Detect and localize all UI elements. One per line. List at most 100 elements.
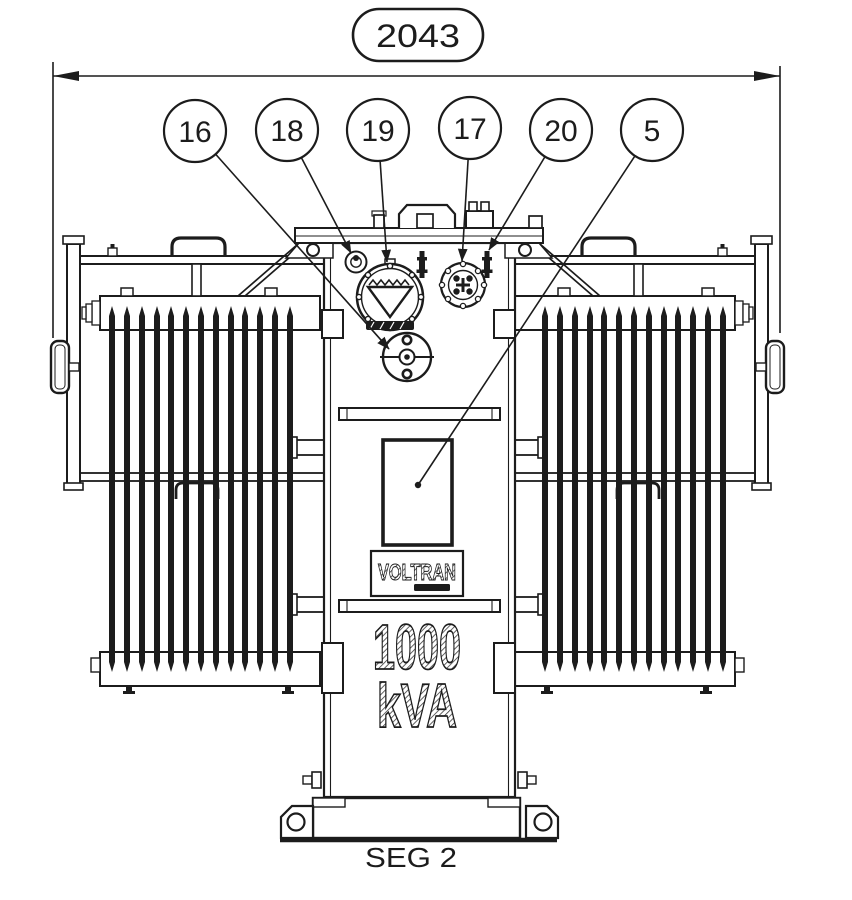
gauge-scale-bar-icon (366, 321, 414, 330)
header-foot-bolt-icon (126, 686, 132, 691)
callout-balloon-18: 18 (254, 97, 320, 163)
radiator-mid-bracket-right-icon (615, 481, 661, 499)
oil-level-gauge (438, 260, 488, 310)
bezel-bolt-icon (417, 293, 425, 301)
thermometer-pocket (344, 250, 368, 274)
bezel-bolt-icon (386, 262, 394, 270)
corner-brace-right (539, 243, 601, 297)
dimension-balloon (351, 7, 485, 63)
header-foot-bolt-icon (285, 686, 291, 691)
callout-balloon-20: 20 (528, 97, 594, 163)
radiator-mid-bracket-left-icon (174, 481, 220, 499)
radiator-flange-top-left (321, 309, 344, 339)
rating-plate (381, 438, 454, 547)
radiator-bank-left (49, 235, 331, 694)
callout-number: 18 (270, 115, 303, 148)
radiator-handle-right-icon (580, 236, 637, 257)
filler-cap-bolt-icon (468, 201, 478, 212)
balloon-circle (619, 97, 685, 163)
frame-clip-inner (54, 344, 66, 390)
lid-stub-right-icon (528, 215, 543, 229)
filler-cap-bolt-icon (480, 201, 490, 212)
filler-cap (465, 210, 494, 229)
stiffener-bar-upper (338, 407, 501, 421)
base-lip-left (312, 797, 346, 808)
balloon-circle (345, 97, 411, 163)
balloon-circle (528, 97, 594, 163)
lifting-hole-right-icon (518, 243, 532, 257)
bezel-bolt-icon (474, 267, 482, 275)
rail-bolt-tip-icon (110, 244, 115, 248)
rating-text-unit: kVA (377, 672, 457, 741)
bezel-bolt-icon (444, 295, 452, 303)
leader-16-to-drain-valve (194, 130, 390, 350)
level-dot-icon (453, 288, 460, 295)
radiator-header-top (99, 295, 321, 331)
temperature-gauge (355, 258, 425, 332)
bezel-bolt-icon (364, 315, 372, 323)
base-lip-right (487, 797, 521, 808)
gauge-pointer-icon (365, 285, 415, 320)
dimension-value: 2043 (376, 18, 460, 54)
balloon-circle (162, 98, 228, 164)
callout-balloon-17: 17 (437, 95, 503, 161)
level-gauge-face (447, 269, 479, 301)
view-label: SEG 2 (365, 842, 457, 873)
brand-logo-text: VOLTRAN (378, 559, 456, 585)
header-end-cap (91, 300, 101, 326)
stiffener-bar-lower (338, 599, 501, 613)
balloon-circle (437, 95, 503, 161)
corner-brace-left (237, 243, 299, 297)
header-end-cap-rib (85, 303, 93, 323)
tank-bottom-bolt-left-icon (302, 775, 313, 785)
callout-number: 16 (178, 116, 211, 149)
dimension-arrow-right-icon (754, 71, 780, 81)
leader-5-to-rating-plate (414, 129, 653, 489)
bezel-bolt-icon (474, 295, 482, 303)
callout-number: 5 (644, 115, 661, 148)
radiator-header-bottom (99, 651, 321, 687)
level-dot-icon (466, 275, 473, 282)
scale-slit-icon (379, 321, 385, 330)
brand-tagline-mark-icon (414, 584, 450, 591)
lid-plug-bolt-left-icon (416, 251, 428, 278)
lid-plug-bolt-right-icon (481, 251, 493, 278)
radiator-flange-top-right (493, 309, 516, 339)
header-tab-left-icon (120, 287, 134, 297)
header-foot-washer-icon (282, 691, 294, 694)
frame-post-cap (62, 235, 85, 245)
bottom-header-stub (90, 657, 101, 673)
flange-bolt-icon (401, 368, 413, 380)
callout-number: 17 (453, 113, 486, 146)
bezel-bolt-icon (355, 293, 363, 301)
radiator-bank-right (503, 234, 786, 696)
cable-box-inner (416, 213, 434, 229)
level-dot-icon (453, 275, 460, 282)
dimension-arrow-left-icon (53, 71, 79, 81)
tank-bottom-bolt-right-head-icon (517, 771, 528, 789)
radiator-pipe-upper (295, 439, 325, 456)
rail-bolt-icon (107, 247, 118, 257)
callout-number: 19 (361, 115, 394, 148)
radiator-fins (109, 306, 293, 672)
callout-balloon-5: 5 (619, 97, 685, 163)
level-dot-icon (466, 288, 473, 295)
radiator-flange-bottom-right (493, 642, 516, 694)
gauge-scale-ticks-icon (368, 278, 410, 287)
mounting-hole-left-icon (286, 812, 306, 832)
bezel-bolt-icon (480, 281, 488, 289)
callout-balloon-16: 16 (162, 98, 228, 164)
lid-post-icon (373, 214, 385, 229)
bezel-bolt-icon (459, 260, 467, 268)
frame-post-foot (63, 482, 84, 491)
callout-number: 20 (544, 115, 577, 148)
callout-annotations: 16 18 19 17 20 5 (162, 95, 685, 489)
balloon-circle (254, 97, 320, 163)
bezel-bolt-icon (408, 315, 416, 323)
flange-bolt-icon (401, 334, 413, 346)
radiator-handle-left-icon (170, 236, 227, 257)
header-tab-right-icon (264, 287, 278, 297)
lifting-hole-left-icon (306, 243, 320, 257)
